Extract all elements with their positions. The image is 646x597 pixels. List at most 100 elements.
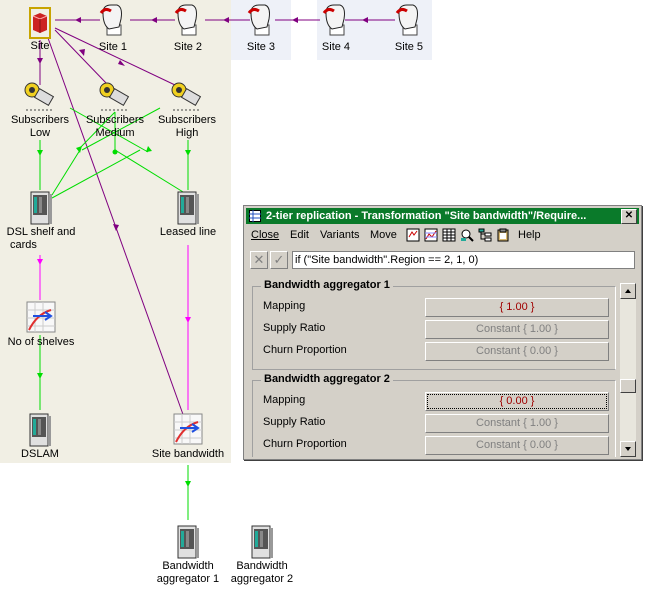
node-subscribers-medium-label-line1: Subscribers bbox=[85, 114, 145, 126]
node-subscribers-high-label-line1: Subscribers bbox=[157, 114, 217, 126]
node-site-bandwidth[interactable]: Site bandwidth bbox=[148, 412, 228, 461]
transformation-window: 2-tier replication - Transformation "Sit… bbox=[243, 205, 642, 460]
link-site-medium bbox=[54, 29, 109, 86]
node-bandwidth-aggregator-2[interactable]: Bandwidth aggregator 2 bbox=[226, 524, 298, 586]
property-row: Mapping { 1.00 } bbox=[253, 297, 615, 317]
group-title: Bandwidth aggregator 1 bbox=[261, 279, 393, 291]
node-subscribers-high[interactable]: Subscribers High bbox=[152, 80, 222, 140]
property-value-button[interactable]: { 1.00 } bbox=[425, 298, 609, 317]
tree-icon[interactable] bbox=[478, 228, 492, 242]
equipment-rack-icon bbox=[29, 413, 51, 447]
node-no-of-shelves[interactable]: No of shelves bbox=[3, 300, 79, 349]
clipboard-icon[interactable] bbox=[496, 228, 510, 242]
node-subscribers-low-label-line1: Subscribers bbox=[10, 114, 70, 126]
arrow-up-icon bbox=[625, 289, 631, 293]
node-site2[interactable]: Site 2 bbox=[170, 3, 206, 54]
group-bandwidth-aggregator-2: Bandwidth aggregator 2 Mapping { 0.00 } … bbox=[252, 373, 616, 457]
node-dsl-shelf-label-line1: DSL shelf and bbox=[6, 226, 76, 238]
property-value-button[interactable]: { 0.00 } bbox=[425, 392, 609, 411]
node-bandwidth-aggregator-2-label-line1: Bandwidth bbox=[236, 560, 288, 572]
site-panel bbox=[0, 0, 231, 463]
property-value-button[interactable]: Constant { 1.00 } bbox=[425, 414, 609, 433]
link-site-high bbox=[54, 27, 176, 86]
node-site1[interactable]: Site 1 bbox=[95, 3, 131, 54]
vertical-scrollbar[interactable] bbox=[620, 283, 636, 457]
node-dsl-shelf[interactable]: DSL shelf and cards bbox=[2, 190, 80, 252]
node-bandwidth-aggregator-1[interactable]: Bandwidth aggregator 1 bbox=[152, 524, 224, 586]
scroll-up-button[interactable] bbox=[620, 283, 636, 299]
window-close-button[interactable]: ✕ bbox=[621, 209, 637, 224]
property-value-button[interactable]: Constant { 0.00 } bbox=[425, 342, 609, 361]
property-row: Churn Proportion Constant { 0.00 } bbox=[253, 435, 615, 455]
node-subscribers-low-label-line2: Low bbox=[29, 127, 51, 139]
equipment-rack-icon bbox=[177, 525, 199, 559]
node-subscribers-high-label-line2: High bbox=[175, 127, 199, 139]
camera-icon bbox=[171, 82, 202, 111]
menu-move[interactable]: Move bbox=[370, 229, 397, 241]
property-label: Supply Ratio bbox=[263, 322, 326, 334]
node-site-label: Site bbox=[30, 40, 50, 52]
table-icon[interactable] bbox=[442, 228, 456, 242]
property-value-button[interactable]: Constant { 1.00 } bbox=[425, 320, 609, 339]
node-subscribers-low[interactable]: Subscribers Low bbox=[5, 80, 75, 140]
equipment-rack-icon bbox=[30, 191, 52, 225]
node-site4[interactable]: Site 4 bbox=[318, 3, 354, 54]
hand-pointer-icon bbox=[247, 4, 270, 36]
node-bandwidth-aggregator-1-label-line1: Bandwidth bbox=[162, 560, 214, 572]
hand-pointer-icon bbox=[174, 4, 197, 36]
hand-pointer-icon bbox=[322, 4, 345, 36]
node-site[interactable]: Site bbox=[20, 4, 60, 53]
chart-icon[interactable] bbox=[424, 228, 438, 242]
node-dsl-shelf-label-line2: cards bbox=[10, 239, 37, 251]
scroll-down-button[interactable] bbox=[620, 441, 636, 457]
equipment-rack-icon bbox=[251, 525, 273, 559]
grid-window-icon bbox=[249, 210, 261, 222]
property-label: Churn Proportion bbox=[263, 438, 347, 450]
node-site1-label: Site 1 bbox=[98, 41, 128, 53]
node-site5[interactable]: Site 5 bbox=[391, 3, 427, 54]
menu-edit[interactable]: Edit bbox=[290, 229, 309, 241]
property-label: Supply Ratio bbox=[263, 416, 326, 428]
property-row: Supply Ratio Constant { 1.00 } bbox=[253, 319, 615, 339]
scroll-thumb[interactable] bbox=[620, 379, 636, 393]
node-no-of-shelves-label: No of shelves bbox=[7, 336, 75, 348]
menu-close[interactable]: Close bbox=[251, 229, 280, 241]
find-icon[interactable] bbox=[460, 228, 474, 242]
node-dslam[interactable]: DSLAM bbox=[10, 412, 70, 461]
node-subscribers-medium-label-line2: Medium bbox=[95, 127, 135, 139]
menu-variants[interactable]: Variants bbox=[320, 229, 360, 241]
property-value-button[interactable]: Constant { 0.00 } bbox=[425, 436, 609, 455]
arrow-down-icon bbox=[625, 447, 631, 451]
formula-cancel-button[interactable]: ✕ bbox=[250, 251, 268, 269]
property-row: Mapping { 0.00 } bbox=[253, 391, 615, 411]
cancel-x-icon: ✕ bbox=[253, 252, 265, 267]
chart-transform-icon bbox=[26, 301, 56, 333]
window-title: 2-tier replication - Transformation "Sit… bbox=[266, 210, 587, 222]
menu-help[interactable]: Help bbox=[518, 229, 541, 241]
formula-bar: ✕ ✓ if ("Site bandwidth".Region == 2, 1,… bbox=[250, 251, 635, 269]
properties-icon[interactable] bbox=[406, 228, 420, 242]
node-bandwidth-aggregator-2-label-line2: aggregator 2 bbox=[230, 573, 294, 585]
node-site2-label: Site 2 bbox=[173, 41, 203, 53]
hand-pointer-icon bbox=[99, 4, 122, 36]
node-leased-line[interactable]: Leased line bbox=[152, 190, 224, 239]
properties-content: Bandwidth aggregator 1 Mapping { 1.00 } … bbox=[250, 274, 616, 457]
window-titlebar[interactable]: 2-tier replication - Transformation "Sit… bbox=[246, 208, 639, 224]
property-label: Mapping bbox=[263, 300, 306, 312]
node-site5-label: Site 5 bbox=[394, 41, 424, 53]
node-leased-line-label: Leased line bbox=[159, 226, 217, 238]
node-bandwidth-aggregator-1-label-line2: aggregator 1 bbox=[156, 573, 220, 585]
close-icon: ✕ bbox=[624, 210, 634, 221]
property-row: Churn Proportion Constant { 0.00 } bbox=[253, 341, 615, 361]
chart-transform-icon bbox=[173, 413, 203, 445]
node-subscribers-medium[interactable]: Subscribers Medium bbox=[80, 80, 150, 140]
node-site4-label: Site 4 bbox=[321, 41, 351, 53]
group-bandwidth-aggregator-1: Bandwidth aggregator 1 Mapping { 1.00 } … bbox=[252, 279, 616, 370]
node-dslam-label: DSLAM bbox=[21, 448, 59, 460]
formula-accept-button[interactable]: ✓ bbox=[270, 251, 288, 269]
menu-bar: Close Edit Variants Move Help bbox=[246, 226, 639, 245]
node-site3[interactable]: Site 3 bbox=[243, 3, 279, 54]
camera-icon bbox=[99, 82, 130, 111]
formula-input[interactable]: if ("Site bandwidth".Region == 2, 1, 0) bbox=[292, 251, 635, 269]
node-site-bandwidth-label: Site bandwidth bbox=[151, 448, 225, 460]
